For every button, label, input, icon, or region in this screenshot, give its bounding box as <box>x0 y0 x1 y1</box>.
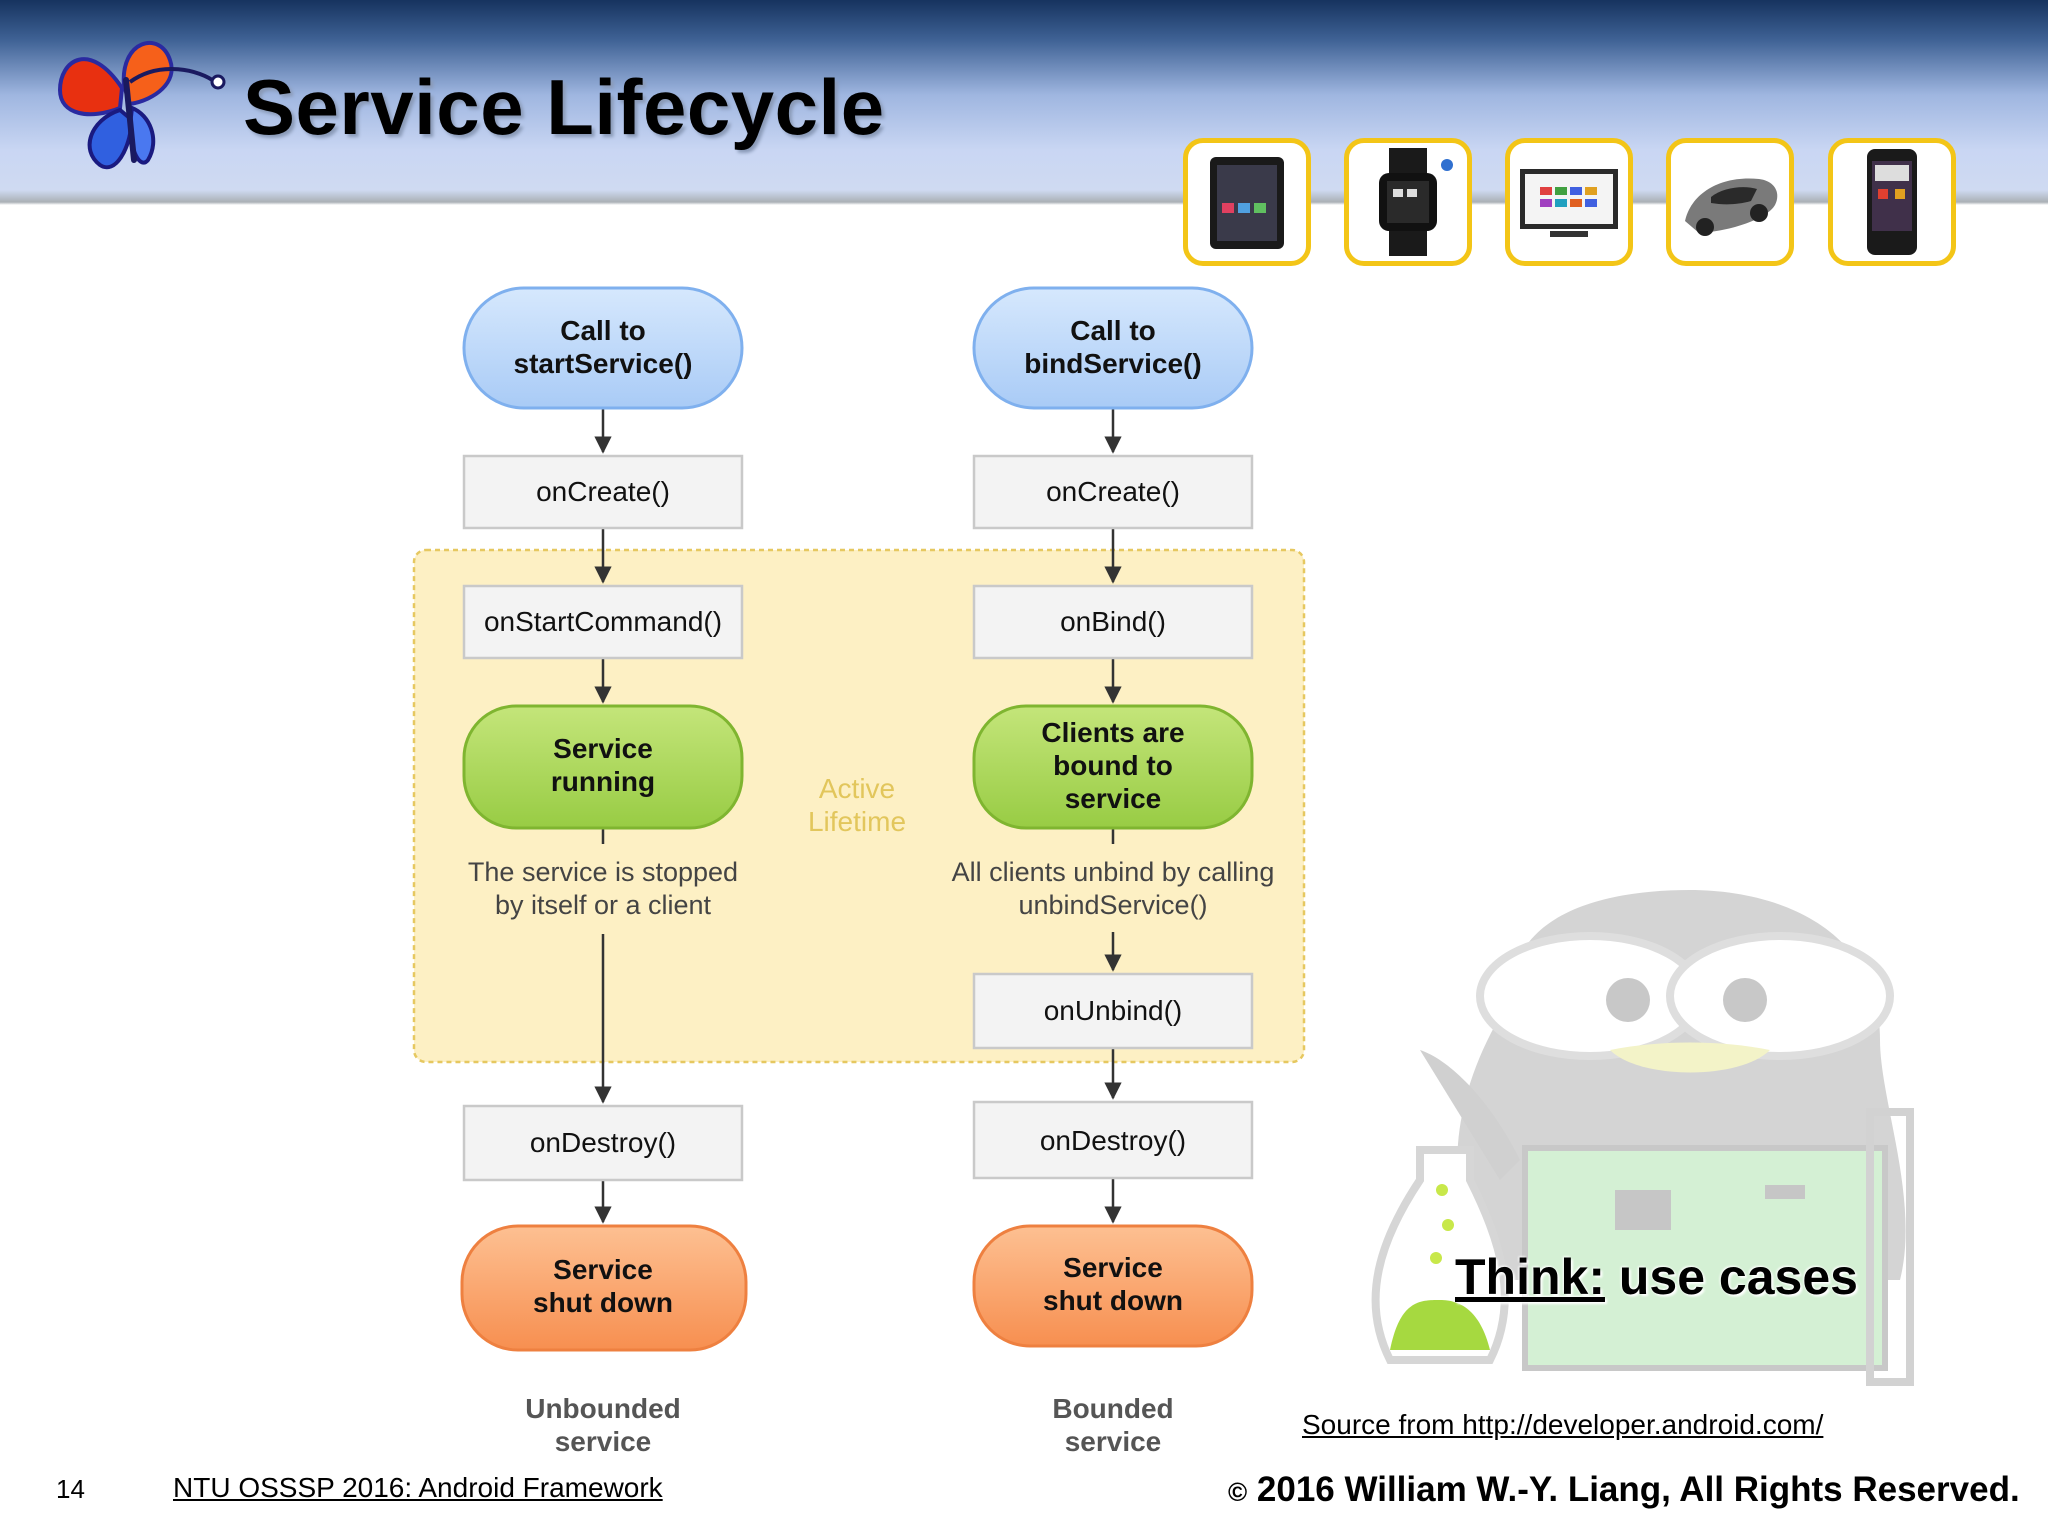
start-service-label: Call to <box>560 315 646 346</box>
penguin-mascot-icon <box>1371 890 1914 1386</box>
on-unbind-node <box>972 972 1254 1050</box>
on-bind-label: onBind() <box>1060 606 1166 637</box>
copyright-footer: © 2016 William W.-Y. Liang, All Rights R… <box>1228 1470 2020 1510</box>
active-lifetime-label: Lifetime <box>808 806 906 837</box>
clients-bound-label: service <box>1065 783 1162 814</box>
stop-note: The service is stopped <box>468 857 738 887</box>
on-start-command-node <box>462 584 744 660</box>
left-on-destroy-node <box>462 1104 744 1182</box>
service-running-label: running <box>551 766 655 797</box>
right-shutdown-label: shut down <box>1043 1285 1183 1316</box>
page-number: 14 <box>56 1474 85 1504</box>
copyright-text: 2016 William W.-Y. Liang, All Rights Res… <box>1256 1470 2020 1509</box>
copyright-symbol: © <box>1228 1477 1248 1507</box>
tv-icon <box>1505 138 1633 266</box>
start-service-label: startService() <box>514 348 693 379</box>
slide-title: Service Lifecycle <box>243 63 885 151</box>
tablet-icon <box>1183 138 1311 266</box>
bounded-caption: service <box>1065 1426 1162 1457</box>
on-unbind-label: onUnbind() <box>1044 995 1183 1026</box>
butterfly-logo-icon <box>57 40 226 170</box>
clients-bound-node <box>972 704 1254 830</box>
bind-service-node <box>972 286 1254 410</box>
right-on-destroy-label: onDestroy() <box>1040 1125 1186 1156</box>
unbounded-caption: Unbounded <box>525 1393 681 1424</box>
left-on-create-node <box>462 454 744 530</box>
unbounded-caption: service <box>555 1426 652 1457</box>
left-on-create-label: onCreate() <box>536 476 670 507</box>
source-link[interactable]: Source from http://developer.android.com… <box>1302 1409 1824 1440</box>
left-shutdown-label: shut down <box>533 1287 673 1318</box>
bind-service-label: Call to <box>1070 315 1156 346</box>
clients-bound-label: Clients are <box>1041 717 1184 748</box>
clients-bound-label: bound to <box>1053 750 1173 781</box>
course-footer: NTU OSSSP 2016: Android Framework <box>173 1472 663 1503</box>
on-bind-node <box>972 584 1254 660</box>
right-shutdown-label: Service <box>1063 1252 1163 1283</box>
right-on-destroy-node <box>972 1100 1254 1180</box>
left-shutdown-node <box>460 1224 748 1352</box>
service-running-label: Service <box>553 733 653 764</box>
think-text: use cases <box>1604 1249 1858 1305</box>
start-service-node <box>462 286 744 410</box>
think-keyword: Think: <box>1455 1249 1605 1305</box>
on-start-command-label: onStartCommand() <box>484 606 722 637</box>
unbind-note: unbindService() <box>1018 890 1207 920</box>
smartwatch-icon <box>1344 138 1472 266</box>
stop-note: by itself or a client <box>495 890 712 920</box>
left-shutdown-label: Service <box>553 1254 653 1285</box>
active-lifetime-label: Active <box>819 773 895 804</box>
active-lifetime-region <box>412 548 1306 1064</box>
bind-service-label: bindService() <box>1024 348 1201 379</box>
unbind-note: All clients unbind by calling <box>952 857 1275 887</box>
right-shutdown-node <box>972 1224 1254 1348</box>
left-on-destroy-label: onDestroy() <box>530 1127 676 1158</box>
think-use-cases: Think: use cases <box>1455 1248 1858 1306</box>
bounded-caption: Bounded <box>1052 1393 1173 1424</box>
right-on-create-label: onCreate() <box>1046 476 1180 507</box>
right-on-create-node <box>972 454 1254 530</box>
phone-icon <box>1828 138 1956 266</box>
car-icon <box>1666 138 1794 266</box>
service-running-node <box>462 704 744 830</box>
